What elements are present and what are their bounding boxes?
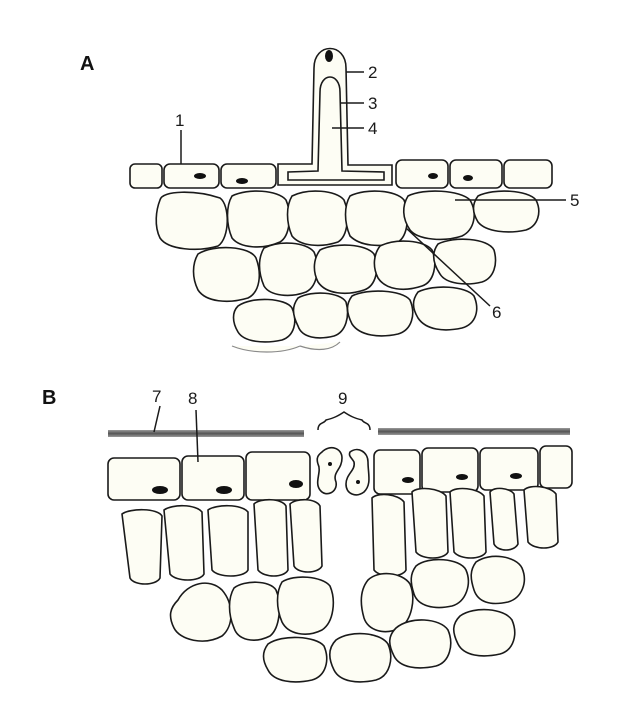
cortex-cell <box>314 245 376 293</box>
cortex-cell <box>374 241 434 289</box>
label-6: 6 <box>492 303 501 322</box>
leader-line-8 <box>196 410 198 462</box>
epidermis-cell <box>182 456 244 500</box>
nucleus <box>356 480 360 484</box>
faint-cell-edge <box>232 346 300 352</box>
spongy-cell <box>411 560 468 608</box>
faint-cell-edge <box>300 342 340 349</box>
bracket-9 <box>318 412 370 430</box>
palisade-cell <box>412 489 448 558</box>
nucleus <box>510 473 522 479</box>
palisade-cell <box>450 489 486 558</box>
spongy-cell <box>330 634 391 682</box>
epidermis-cell <box>374 450 420 494</box>
cortex-cell <box>260 243 318 295</box>
leader-line-7 <box>154 406 160 432</box>
epidermis-cell <box>130 164 162 188</box>
palisade-cell <box>290 500 322 572</box>
panel-a: A <box>80 49 579 353</box>
nucleus <box>402 477 414 483</box>
epidermis-cell <box>540 446 572 488</box>
palisade-cell <box>122 510 162 584</box>
epidermis-cell <box>480 448 538 490</box>
label-2: 2 <box>368 63 377 82</box>
stoma <box>317 448 369 495</box>
nucleus <box>289 480 303 488</box>
panel-b: B <box>42 387 572 682</box>
nucleus <box>456 474 468 480</box>
epidermis-cell <box>450 160 502 188</box>
cortex-cell <box>228 191 290 247</box>
spongy-cell <box>471 556 524 603</box>
cortex-cell <box>288 191 348 245</box>
spongy-cell <box>171 583 231 641</box>
nucleus <box>152 486 168 494</box>
label-3: 3 <box>368 94 377 113</box>
label-5: 5 <box>570 191 579 210</box>
spongy-cell <box>454 610 515 656</box>
spongy-cell <box>264 637 327 681</box>
epidermis-cell <box>504 160 552 188</box>
palisade-cell <box>164 506 204 580</box>
nucleus <box>328 462 332 466</box>
palisade-cell <box>490 488 518 550</box>
label-4: 4 <box>368 119 377 138</box>
panel-a-cortex-row3 <box>232 287 477 352</box>
panel-a-label: A <box>80 53 94 75</box>
panel-b-palisade-left <box>122 500 322 584</box>
cortex-cell <box>414 287 477 330</box>
label-9: 9 <box>338 389 347 408</box>
label-8: 8 <box>188 389 197 408</box>
cortex-cell <box>194 248 260 302</box>
cortex-cell <box>294 293 348 338</box>
panel-b-label: B <box>42 387 56 409</box>
cortex-cell <box>234 299 295 342</box>
cortex-cell <box>346 191 408 245</box>
spongy-cell <box>230 582 280 640</box>
cortex-cell <box>404 191 474 239</box>
cortex-cell <box>474 191 539 232</box>
epidermis-cell <box>246 452 310 500</box>
guard-cell-right <box>346 450 369 495</box>
nucleus <box>194 173 206 179</box>
epidermis-cell <box>164 164 219 188</box>
nucleus <box>463 175 473 181</box>
spongy-cell <box>390 620 451 668</box>
nucleus <box>428 173 438 179</box>
nucleus <box>236 178 248 184</box>
panel-b-palisade-right <box>372 487 558 576</box>
label-7: 7 <box>152 387 161 406</box>
cuticle-left <box>108 430 304 437</box>
epidermis-cell <box>396 160 448 188</box>
palisade-cell <box>208 506 248 576</box>
cortex-cell <box>156 192 227 249</box>
palisade-cell <box>524 487 558 548</box>
epidermis-cell <box>221 164 276 188</box>
label-1: 1 <box>175 111 184 130</box>
palisade-cell <box>372 495 406 576</box>
spongy-cell <box>278 577 334 634</box>
palisade-cell <box>254 500 288 576</box>
trichome-nucleus <box>325 50 333 62</box>
cuticle-right <box>378 428 570 435</box>
epidermis-cell <box>108 458 180 500</box>
epidermis-cell <box>422 448 478 492</box>
guard-cell-left <box>317 448 342 494</box>
cortex-cell <box>348 291 413 336</box>
nucleus <box>216 486 232 494</box>
